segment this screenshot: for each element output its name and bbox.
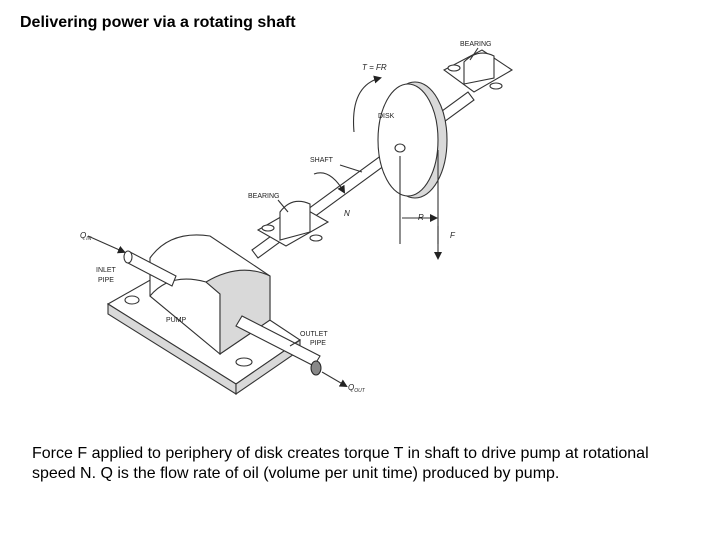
label-inlet-line1: INLET xyxy=(96,267,117,274)
bearing-mid-leader xyxy=(277,199,289,213)
shaft-power-diagram: BEARING T = FR DISK SHAFT BEARING N R F … xyxy=(80,41,514,396)
label-q-out: QOUT xyxy=(348,383,366,394)
torque-arrow xyxy=(352,75,382,133)
label-disk: DISK xyxy=(378,113,395,120)
flow-out-arrow xyxy=(321,371,348,388)
label-speed: N xyxy=(344,209,350,218)
label-bearing-top: BEARING xyxy=(460,41,492,48)
label-torque: T = FR xyxy=(362,63,387,72)
rotation-arrow xyxy=(313,172,346,194)
flow-in-arrow xyxy=(87,235,126,254)
label-inlet-line2: PIPE xyxy=(98,277,114,284)
disk xyxy=(377,81,448,199)
label-q-in: QIN xyxy=(80,231,92,242)
outlet-pipe xyxy=(235,315,322,376)
middle-bearing xyxy=(256,200,330,247)
label-shaft: SHAFT xyxy=(310,157,334,164)
bearing-top-leader xyxy=(469,47,479,61)
top-bearing xyxy=(442,49,514,93)
outlet-leader xyxy=(289,339,301,347)
inlet-pipe xyxy=(123,250,177,287)
caption-text: Force F applied to periphery of disk cre… xyxy=(32,445,649,482)
shaft-leader xyxy=(339,164,363,173)
page-title: Delivering power via a rotating shaft xyxy=(20,14,296,31)
label-force: F xyxy=(450,231,456,240)
label-outlet-line1: OUTLET xyxy=(300,331,328,338)
label-bearing-mid: BEARING xyxy=(248,193,280,200)
label-radius: R xyxy=(418,213,424,222)
label-outlet-line2: PIPE xyxy=(310,340,326,347)
label-pump: PUMP xyxy=(166,317,187,324)
